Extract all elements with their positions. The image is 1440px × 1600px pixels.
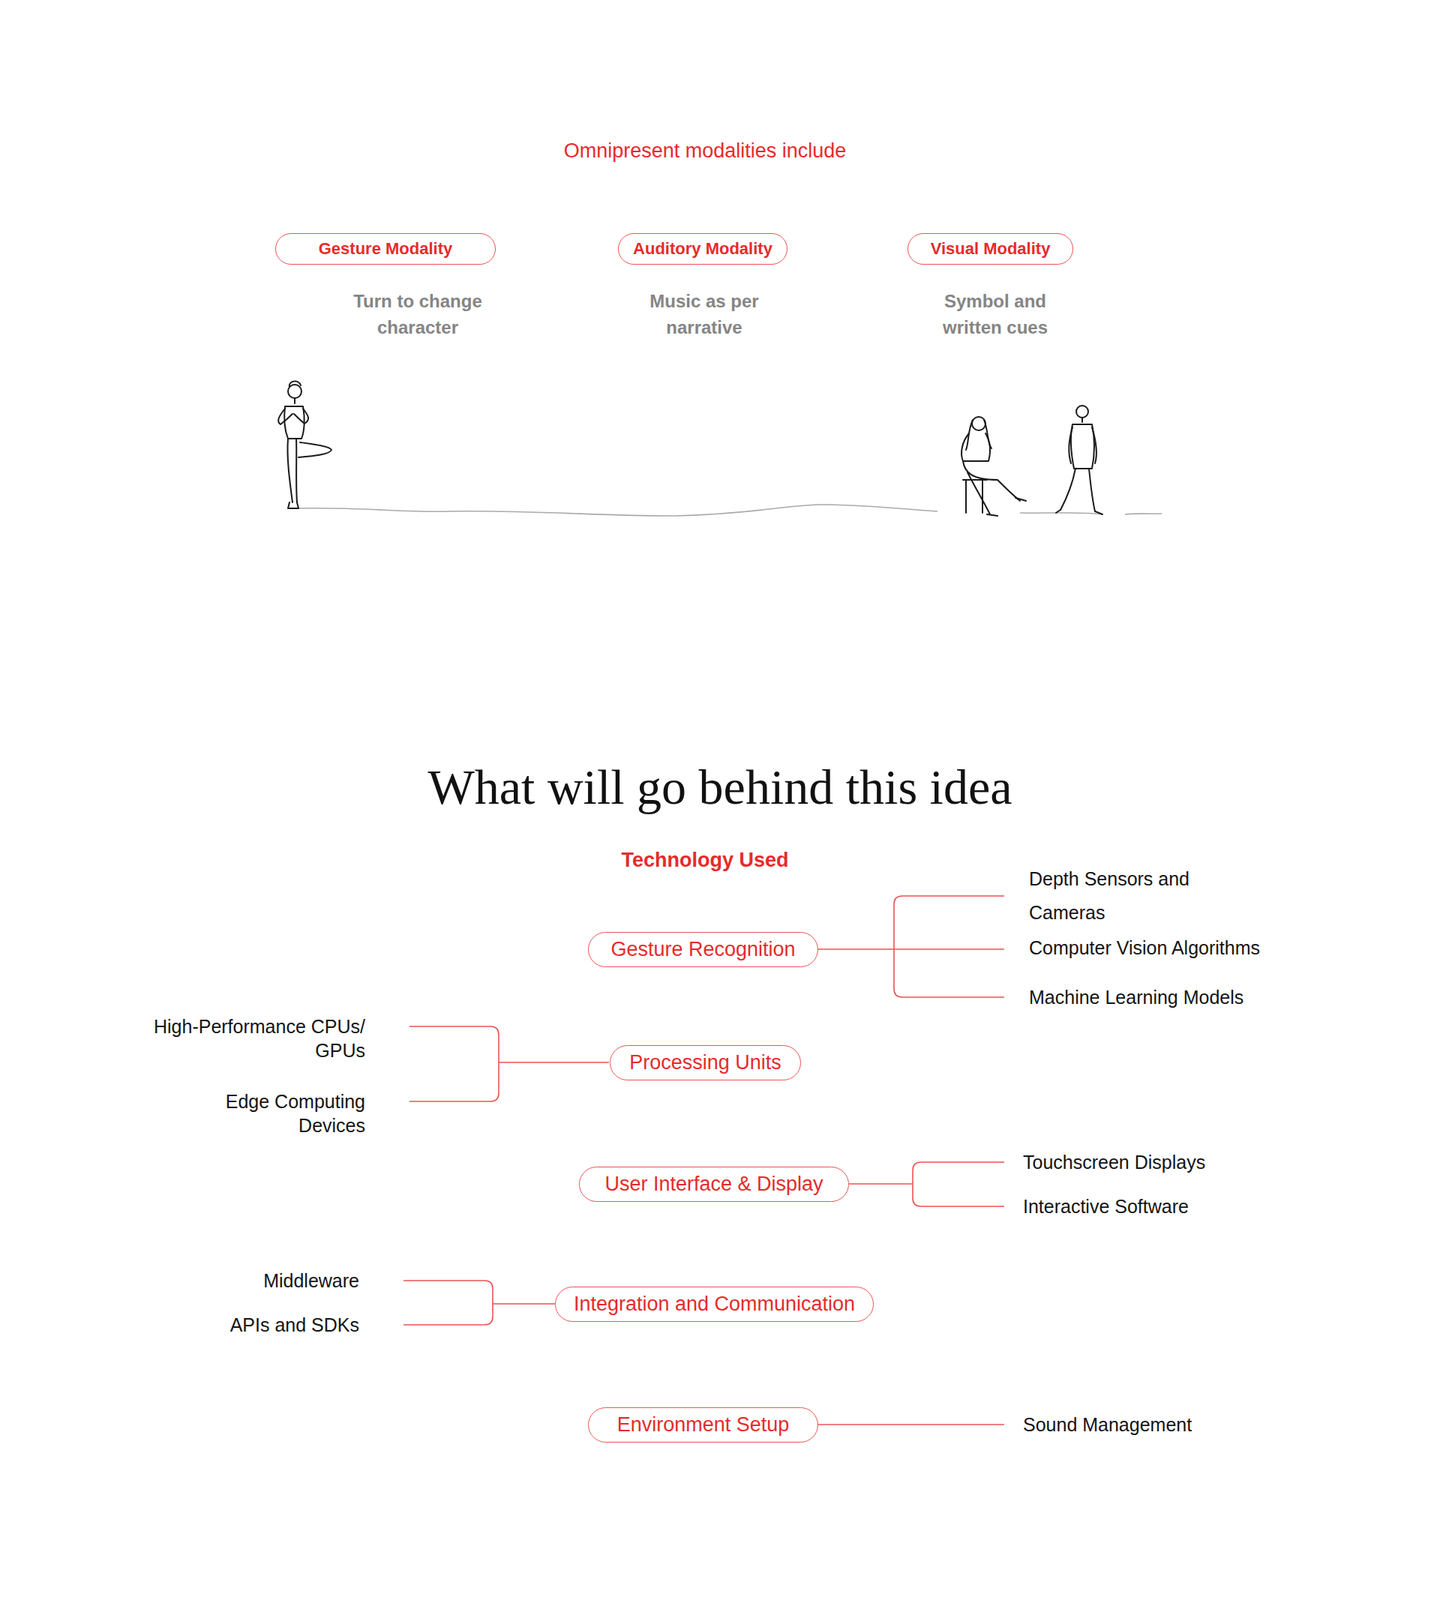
technology-pill: Processing Units <box>609 1045 801 1081</box>
component-label: Touchscreen Displays <box>1023 1150 1353 1175</box>
modality-pill: Visual Modality <box>907 233 1074 265</box>
pill-text: Auditory Modality <box>633 239 773 258</box>
ground-line <box>296 504 1162 516</box>
pill-text: User Interface & Display <box>604 1173 823 1196</box>
component-label: Middleware <box>134 1269 360 1293</box>
technology-pill: Gesture Recognition <box>588 932 819 968</box>
technology-pill: Integration and Communication <box>555 1287 874 1323</box>
tree-pose-figure <box>278 381 332 509</box>
component-label: High-Performance CPUs/ GPUs <box>140 1014 366 1063</box>
modality-description: Turn to change character <box>331 288 504 341</box>
component-label: Edge Computing Devices <box>204 1089 366 1138</box>
pill-text: Gesture Modality <box>318 239 453 258</box>
walking-figure <box>1056 405 1103 515</box>
modality-description: Symbol and written cues <box>924 288 1067 341</box>
component-label: Machine Learning Models <box>1029 985 1359 1010</box>
pill-text: Visual Modality <box>930 239 1051 258</box>
modality-pill: Auditory Modality <box>618 233 788 265</box>
page-title: What will go behind this idea <box>0 759 1440 816</box>
component-label: APIs and SDKs <box>134 1313 360 1338</box>
sitting-figure <box>961 417 1026 516</box>
technology-pill: User Interface & Display <box>579 1167 849 1203</box>
modality-description: Music as per narrative <box>618 288 791 341</box>
technology-pill: Environment Setup <box>588 1407 819 1443</box>
component-label: Sound Management <box>1023 1413 1353 1437</box>
bracket-lines <box>403 896 1005 1425</box>
pill-text: Gesture Recognition <box>610 938 795 961</box>
pill-text: Processing Units <box>629 1051 782 1074</box>
pill-text: Integration and Communication <box>573 1293 855 1316</box>
component-label: Computer Vision Algorithms <box>1029 936 1359 960</box>
section-subheading: Technology Used <box>555 846 855 874</box>
component-label: Interactive Software <box>1023 1194 1353 1219</box>
section-heading: Omnipresent modalities include <box>480 138 930 164</box>
pill-text: Environment Setup <box>617 1413 790 1437</box>
modality-pill: Gesture Modality <box>275 233 496 265</box>
component-label: Depth Sensors and Cameras <box>1029 862 1217 930</box>
